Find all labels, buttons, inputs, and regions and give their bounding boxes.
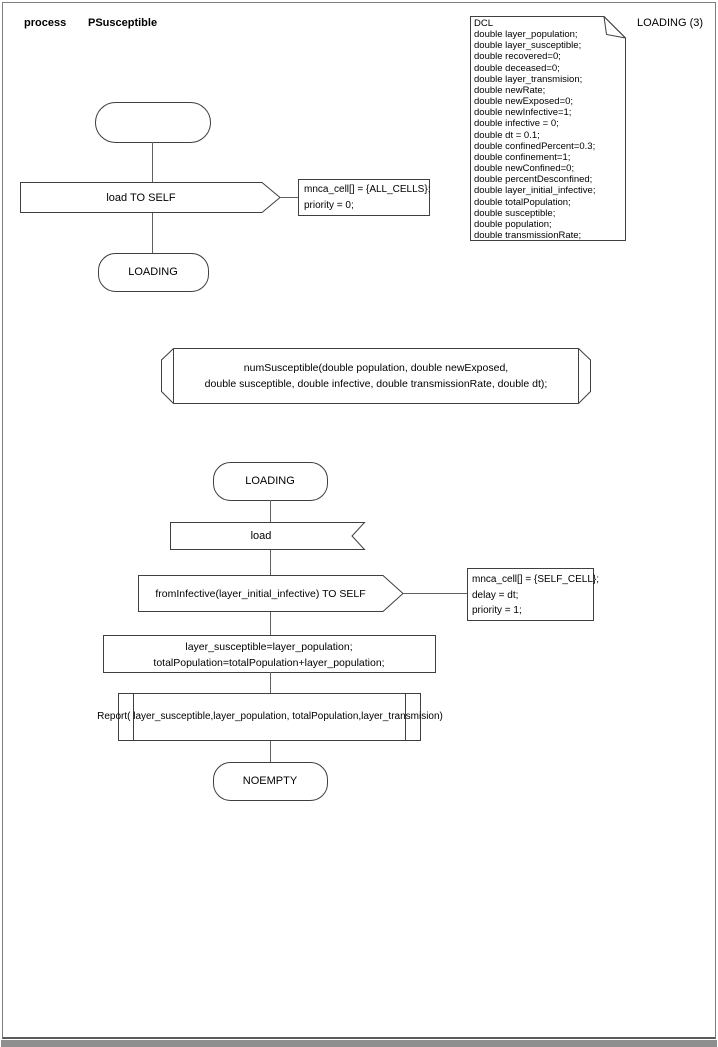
output-load-shape[interactable] — [20, 182, 281, 213]
comment-frominfective-shape[interactable] — [467, 568, 594, 621]
process-name: PSusceptible — [88, 17, 158, 29]
dcl-note-text: DCL double layer_population; double laye… — [474, 18, 596, 241]
task-text: layer_susceptible=layer_population; tota… — [153, 641, 385, 669]
comment-frominfective-text: mnca_cell[] = {SELF_CELL}; delay = dt; p… — [472, 574, 600, 616]
procedure-call-shape[interactable] — [118, 693, 421, 741]
task-shape[interactable] — [103, 635, 436, 673]
start-state-shape[interactable] — [95, 102, 211, 143]
state-loading-top-shape[interactable] — [98, 253, 209, 292]
output-frominfective-label: fromInfective(layer_initial_infective) T… — [155, 587, 366, 600]
page-ref-label: LOADING (3) — [637, 17, 704, 29]
process-keyword: process — [24, 17, 67, 29]
state-noempty-shape[interactable] — [213, 762, 328, 801]
output-load-label: load TO SELF — [106, 191, 176, 204]
comment-load-text: mnca_cell[] = {ALL_CELLS}; priority = 0; — [304, 184, 431, 211]
input-load-label: load — [250, 530, 272, 542]
state-loading-top-label: LOADING — [128, 266, 178, 278]
dcl-note-fold-icon — [603, 16, 626, 39]
dcl-note-shape[interactable] — [470, 16, 626, 241]
page-bottom-shadow — [1, 1040, 717, 1047]
state-noempty-label: NOEMPTY — [242, 775, 298, 787]
output-frominfective-shape[interactable] — [138, 575, 404, 612]
procedure-decl-text: numSusceptible(double population, double… — [204, 362, 548, 390]
state-loading-main-label: LOADING — [245, 475, 295, 487]
input-load-shape[interactable] — [170, 522, 366, 550]
procedure-call-label: Report( layer_susceptible,layer_populati… — [97, 711, 443, 722]
comment-load-shape[interactable] — [298, 179, 430, 216]
